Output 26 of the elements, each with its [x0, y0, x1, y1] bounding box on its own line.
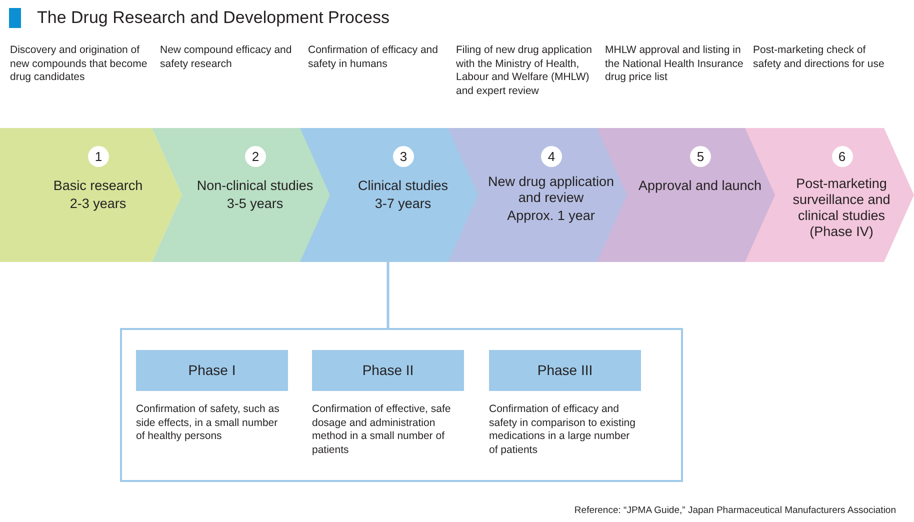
step-description: Confirmation of efficacy and safety in humans	[308, 44, 439, 71]
connector-line	[386, 262, 390, 328]
phase-panel	[120, 328, 683, 482]
step-title: Post-marketing surveillance and clinical studies (Phase IV)	[792, 176, 892, 240]
step-description: Post-marketing check of safety and directions for use	[753, 44, 886, 71]
phase-heading: Phase III	[489, 350, 641, 391]
diagram-title: The Drug Research and Development Process	[37, 8, 390, 28]
step-description: MHLW approval and listing in the National Health Insurance drug price list	[605, 44, 744, 84]
step-duration: 3-7 years	[374, 196, 432, 212]
step-title: Approval and launch	[637, 178, 763, 194]
step-description: Discovery and origination of new compounds that become drug candidates	[10, 44, 148, 84]
phase-heading: Phase I	[136, 350, 288, 391]
step-duration: Approx. 1 year	[506, 208, 596, 224]
step-duration: 3-5 years	[226, 196, 284, 212]
step-description: New compound efficacy and safety research	[160, 44, 293, 71]
phase-description: Confirmation of safety, such as side effects, in a small number of healthy persons	[136, 403, 280, 444]
step-title: Basic research	[52, 178, 144, 194]
step-title: New drug application and review	[487, 174, 615, 206]
phase-description: Confirmation of efficacy and safety in comparison to existing medications in a large number of patients	[489, 403, 636, 457]
step-description: Filing of new drug application with the Ministry of Health, Labour and Welfare (MHLW) and expert review	[456, 44, 593, 98]
step-duration: 2-3 years	[68, 196, 128, 212]
step-title: Non-clinical studies	[196, 178, 314, 194]
phase-heading: Phase II	[312, 350, 464, 391]
reference-note: Reference: “JPMA Guide,” Japan Pharmaceutical Manufacturers Association	[574, 505, 896, 516]
step-title: Clinical studies	[356, 178, 450, 194]
phase-description: Confirmation of effective, safe dosage and administration method in a small number of patients	[312, 403, 452, 457]
